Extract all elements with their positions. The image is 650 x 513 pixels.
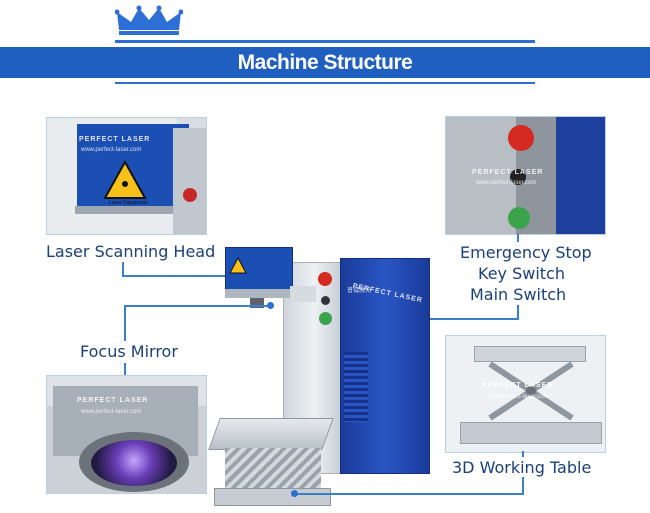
laser-head-leader-v xyxy=(122,262,124,276)
focus-mirror-leader-v2 xyxy=(124,363,126,375)
banner-top-rule xyxy=(115,40,535,43)
table-leader-v2 xyxy=(522,477,524,494)
working-table-label: 3D Working Table xyxy=(452,458,592,477)
table-leader-h xyxy=(296,493,524,495)
key-switch-label: Key Switch xyxy=(478,264,565,283)
switch-panel-photo: PERFECT LASER www.perfect-laser.com xyxy=(445,116,606,235)
main-switch-label: Main Switch xyxy=(470,285,567,304)
focus-mirror-leader-v1 xyxy=(124,305,126,341)
working-table-photo: PERFECT LASER www.perfect-laser.com xyxy=(445,335,606,453)
laser-head-label: Laser Scanning Head xyxy=(46,242,216,261)
switch-leader-v xyxy=(517,234,519,242)
emergency-stop-label: Emergency Stop xyxy=(460,243,592,262)
focus-mirror-dot xyxy=(267,302,274,309)
focus-mirror-photo: PERFECT LASER www.perfect-laser.com xyxy=(46,375,207,494)
switch-leader-v2 xyxy=(517,305,519,319)
laser-head-leader-h xyxy=(122,275,252,277)
banner-title: Machine Structure xyxy=(237,51,413,74)
scissor-lift-icon xyxy=(488,361,574,421)
banner xyxy=(0,47,650,78)
crown-logo-icon xyxy=(115,5,183,35)
focus-mirror-leader-h xyxy=(124,305,270,307)
focus-mirror-label: Focus Mirror xyxy=(80,342,178,361)
banner-bottom-rule xyxy=(115,82,535,84)
head-warning-icon xyxy=(229,257,247,274)
laser-warning-icon xyxy=(103,160,147,199)
table-dot xyxy=(291,490,298,497)
laser-head-photo: PERFECT LASER www.perfect-laser.com Lase… xyxy=(46,117,207,235)
table-leader-v xyxy=(522,451,524,457)
